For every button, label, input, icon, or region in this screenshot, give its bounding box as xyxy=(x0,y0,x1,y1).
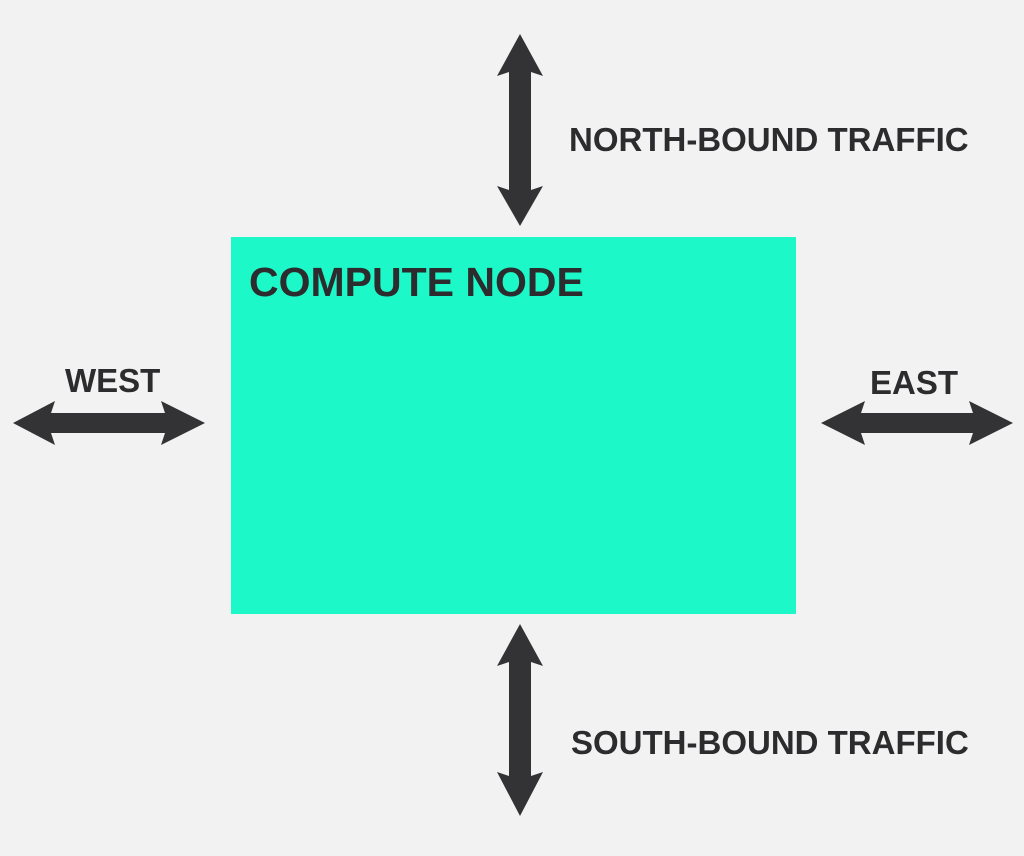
west-traffic-label: WEST xyxy=(65,362,161,399)
compute-node-box: COMPUTE NODE xyxy=(231,237,796,614)
east-double-arrow-icon xyxy=(821,401,1013,445)
compute-node-title: COMPUTE NODE xyxy=(249,259,584,305)
north-traffic-label: NORTH-BOUND TRAFFIC xyxy=(569,121,969,158)
east-traffic-label: EAST xyxy=(870,364,959,401)
south-traffic-label: SOUTH-BOUND TRAFFIC xyxy=(571,724,969,761)
south-double-arrow-icon xyxy=(497,624,543,816)
west-double-arrow-icon xyxy=(13,401,205,445)
north-double-arrow-icon xyxy=(497,34,543,226)
